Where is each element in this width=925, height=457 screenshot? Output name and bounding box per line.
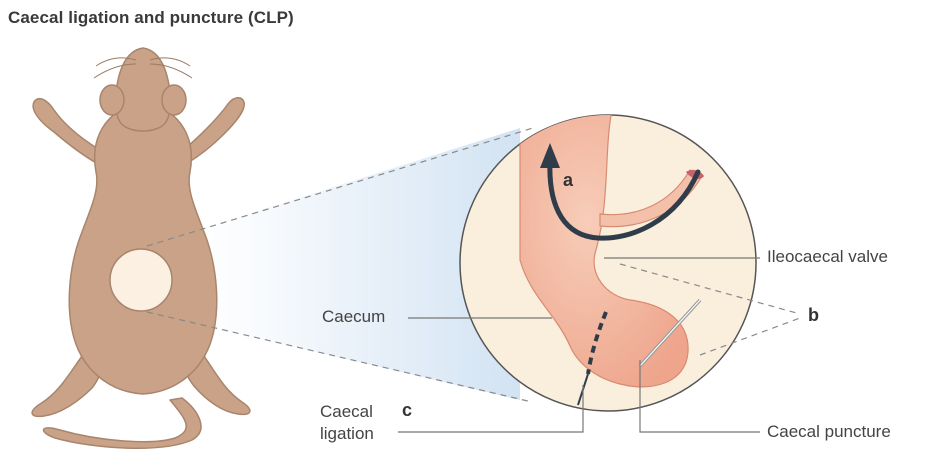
diagram-title: Caecal ligation and puncture (CLP) [8, 8, 294, 28]
mouse-right-ear [162, 85, 186, 115]
marker-c: c [402, 400, 412, 421]
mouse-left-arm [33, 99, 100, 164]
mouse-head [115, 48, 171, 131]
mouse-surgical-window [110, 249, 172, 311]
label-caecal-puncture: Caecal puncture [767, 422, 891, 442]
mouse-right-arm [186, 98, 244, 164]
label-caecal-ligation-line1: Caecal [320, 402, 373, 422]
label-caecal-ligation-line2: ligation [320, 424, 374, 444]
marker-b: b [808, 305, 819, 326]
marker-a: a [563, 170, 573, 191]
mouse-left-ear [100, 85, 124, 115]
label-ileocaecal-valve: Ileocaecal valve [767, 247, 888, 267]
label-caecum: Caecum [322, 307, 385, 327]
